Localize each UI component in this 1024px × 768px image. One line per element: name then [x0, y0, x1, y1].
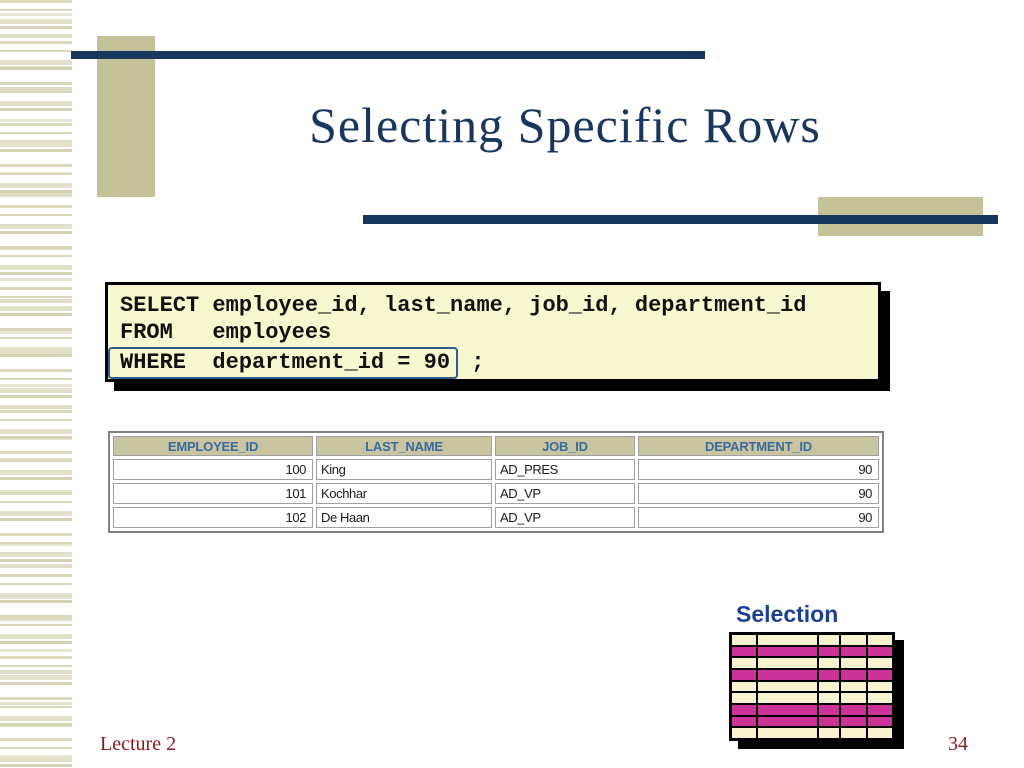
selection-graphic-cell: [732, 716, 756, 727]
selection-graphic-cell: [868, 670, 892, 680]
selection-graphic-cell: [818, 681, 839, 692]
sql-line-from: FROM employees: [120, 320, 332, 345]
selection-graphic-cell: [840, 681, 867, 692]
selection-graphic-cell: [757, 670, 817, 680]
selection-graphic-cell: [868, 693, 892, 703]
selection-graphic-cell: [732, 658, 756, 668]
title-rule-bottom: [363, 215, 998, 224]
selection-graphic-cell: [757, 681, 817, 692]
selection-graphic-cell: [818, 693, 839, 703]
selection-graphic-cell: [840, 635, 867, 645]
selection-graphic-cell: [868, 635, 892, 645]
selection-graphic-cell: [818, 728, 839, 738]
table-cell: 101: [113, 483, 313, 504]
selection-graphic-cell: [732, 646, 756, 657]
sql-code-box: SELECT employee_id, last_name, job_id, d…: [105, 282, 881, 382]
selection-graphic-cell: [840, 705, 867, 715]
selection-graphic-cell: [757, 693, 817, 703]
selection-graphic-cell: [757, 728, 817, 738]
selection-graphic-cell: [757, 716, 817, 727]
title-rule-top: [71, 51, 705, 59]
selection-graphic-cell: [732, 693, 756, 703]
selection-graphic-cell: [818, 635, 839, 645]
table-cell: 102: [113, 507, 313, 528]
selection-graphic-cell: [868, 681, 892, 692]
selection-graphic-cell: [732, 705, 756, 715]
table-cell: Kochhar: [316, 483, 492, 504]
selection-graphic-cell: [818, 670, 839, 680]
selection-graphic-cell: [818, 658, 839, 668]
selection-graphic-cell: [868, 728, 892, 738]
table-cell: De Haan: [316, 507, 492, 528]
selection-graphic-cell: [732, 635, 756, 645]
selection-graphic-cell: [818, 716, 839, 727]
page-title: Selecting Specific Rows: [309, 97, 821, 153]
selection-graphic-cell: [757, 635, 817, 645]
selection-graphic-cell: [818, 646, 839, 657]
table-cell: 90: [638, 507, 879, 528]
sql-line-where-tail: ;: [458, 350, 485, 375]
selection-graphic-cell: [732, 681, 756, 692]
selection-graphic-cell: [818, 705, 839, 715]
table-cell: AD_PRES: [495, 459, 635, 480]
table-cell: AD_VP: [495, 507, 635, 528]
page-number: 34: [948, 733, 968, 755]
table-cell: 90: [638, 483, 879, 504]
sql-line-where: WHERE department_id = 90 ;: [108, 347, 878, 379]
column-header-last_name: LAST_NAME: [316, 436, 492, 456]
selection-graphic-cell: [868, 658, 892, 668]
footer-lecture-label: Lecture 2: [100, 733, 177, 755]
selection-graphic-cell: [840, 728, 867, 738]
selection-graphic-cell: [840, 670, 867, 680]
table-cell: 90: [638, 459, 879, 480]
table-cell: 100: [113, 459, 313, 480]
selection-graphic-cell: [840, 658, 867, 668]
selection-graphic-cell: [840, 693, 867, 703]
selection-graphic-cell: [757, 646, 817, 657]
column-header-job_id: JOB_ID: [495, 436, 635, 456]
table-cell: King: [316, 459, 492, 480]
where-clause-highlight: WHERE department_id = 90: [108, 347, 459, 379]
table-cell: AD_VP: [495, 483, 635, 504]
decorative-tan-rectangle-top: [97, 36, 155, 197]
sql-line-select: SELECT employee_id, last_name, job_id, d…: [120, 293, 807, 318]
selection-label: Selection: [736, 601, 839, 627]
decorative-stripes: [0, 0, 72, 768]
selection-graphic-cell: [757, 705, 817, 715]
selection-graphic-cell: [732, 728, 756, 738]
selection-graphic-cell: [868, 646, 892, 657]
selection-graphic-cell: [840, 716, 867, 727]
column-header-employee_id: EMPLOYEE_ID: [113, 436, 313, 456]
selection-graphic-cell: [840, 646, 867, 657]
selection-graphic-cell: [868, 716, 892, 727]
selection-graphic-cell: [868, 705, 892, 715]
selection-table-graphic: [729, 632, 895, 741]
column-header-department_id: DEPARTMENT_ID: [638, 436, 879, 456]
selection-graphic-cell: [732, 670, 756, 680]
selection-graphic-cell: [757, 658, 817, 668]
